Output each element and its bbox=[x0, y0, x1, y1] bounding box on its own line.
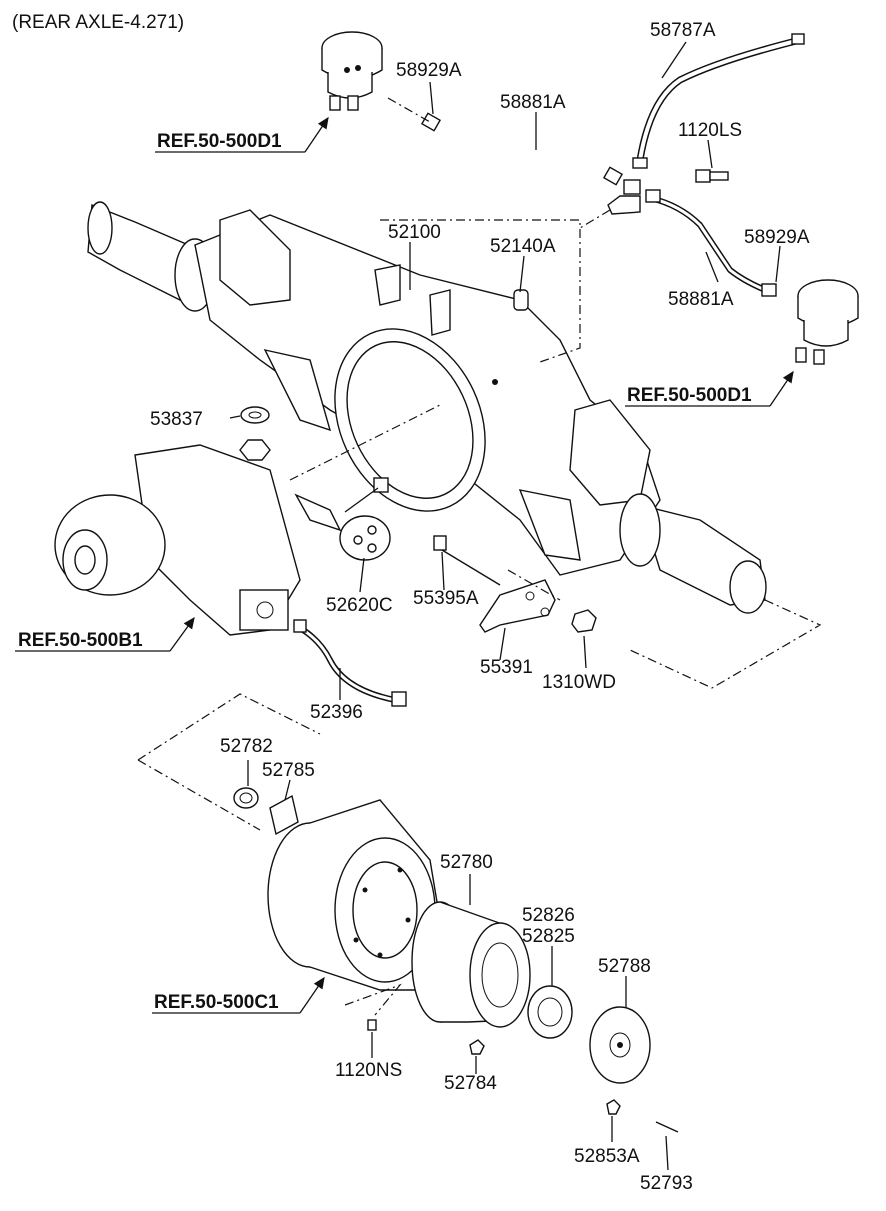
thrust-washer bbox=[239, 406, 271, 461]
part-label-52853a[interactable]: 52853A bbox=[574, 1146, 640, 1167]
ref-callout-b1[interactable]: REF.50-500B1 bbox=[15, 616, 195, 652]
part-label-1120ns[interactable]: 1120NS bbox=[335, 1060, 402, 1081]
ref-callout-c1[interactable]: REF.50-500C1 bbox=[152, 976, 325, 1014]
page-title: (REAR AXLE-4.271) bbox=[12, 12, 184, 33]
pressure-switch bbox=[294, 477, 391, 561]
brake-pipe bbox=[632, 33, 805, 169]
small-fasteners bbox=[367, 1019, 679, 1133]
drive-gear bbox=[527, 985, 573, 1039]
ref-label-d1-right[interactable]: REF.50-500D1 bbox=[627, 385, 752, 406]
brake-chamber-right bbox=[795, 279, 859, 365]
ref-label-b1[interactable]: REF.50-500B1 bbox=[18, 630, 143, 651]
brake-hose-top bbox=[420, 112, 624, 186]
hose-bracket bbox=[607, 169, 729, 215]
brake-chamber-top bbox=[321, 31, 383, 111]
part-label-58881a-top[interactable]: 58881A bbox=[500, 92, 566, 113]
part-label-52396[interactable]: 52396 bbox=[310, 702, 363, 723]
ref-label-c1[interactable]: REF.50-500C1 bbox=[154, 992, 279, 1013]
part-label-52780[interactable]: 52780 bbox=[440, 852, 493, 873]
part-label-52793[interactable]: 52793 bbox=[640, 1173, 693, 1194]
seal-sleeve bbox=[269, 794, 299, 836]
guide-line-3 bbox=[289, 404, 441, 481]
brake-drum bbox=[267, 799, 441, 991]
part-label-58929a-top[interactable]: 58929A bbox=[396, 60, 462, 81]
part-label-52100[interactable]: 52100 bbox=[388, 222, 441, 243]
guide-line-7 bbox=[137, 693, 321, 761]
guide-line-1 bbox=[380, 219, 581, 363]
part-label-52825[interactable]: 52825 bbox=[522, 926, 575, 947]
part-label-58787a[interactable]: 58787A bbox=[650, 20, 716, 41]
guide-line-8 bbox=[137, 759, 261, 831]
part-label-52784[interactable]: 52784 bbox=[444, 1073, 497, 1094]
part-label-52782[interactable]: 52782 bbox=[220, 736, 273, 757]
part-label-52140a[interactable]: 52140A bbox=[490, 236, 556, 257]
guide-line-4 bbox=[629, 599, 822, 689]
part-label-1120ls[interactable]: 1120LS bbox=[678, 120, 742, 141]
brake-hose-right bbox=[645, 189, 777, 297]
part-label-55391[interactable]: 55391 bbox=[480, 657, 533, 678]
part-label-58881a-right[interactable]: 58881A bbox=[668, 289, 734, 310]
part-label-52788[interactable]: 52788 bbox=[598, 956, 651, 977]
part-label-52826[interactable]: 52826 bbox=[522, 905, 575, 926]
bracket-assembly bbox=[433, 535, 597, 633]
differential-carrier bbox=[54, 444, 301, 636]
part-label-53837[interactable]: 53837 bbox=[150, 409, 203, 430]
carrier-hose bbox=[293, 619, 407, 707]
ref-label-d1-top[interactable]: REF.50-500D1 bbox=[157, 131, 282, 152]
breather-plug bbox=[513, 289, 529, 311]
part-label-52620c[interactable]: 52620C bbox=[326, 595, 393, 616]
guide-line-9 bbox=[344, 983, 402, 1016]
part-label-1310wd[interactable]: 1310WD bbox=[542, 672, 616, 693]
guide-line-6 bbox=[387, 97, 431, 123]
ref-callout-d1-top[interactable]: REF.50-500D1 bbox=[155, 116, 329, 153]
leader-lines bbox=[229, 41, 781, 1171]
guide-line-2 bbox=[579, 209, 611, 229]
hub-cap bbox=[589, 1006, 651, 1084]
seal-ring bbox=[233, 787, 259, 809]
part-label-55395a[interactable]: 55395A bbox=[413, 588, 479, 609]
ref-callout-d1-right[interactable]: REF.50-500D1 bbox=[625, 370, 794, 407]
part-label-58929a-right[interactable]: 58929A bbox=[744, 227, 810, 248]
part-label-52785[interactable]: 52785 bbox=[262, 760, 315, 781]
wheel-hub bbox=[411, 901, 531, 1028]
